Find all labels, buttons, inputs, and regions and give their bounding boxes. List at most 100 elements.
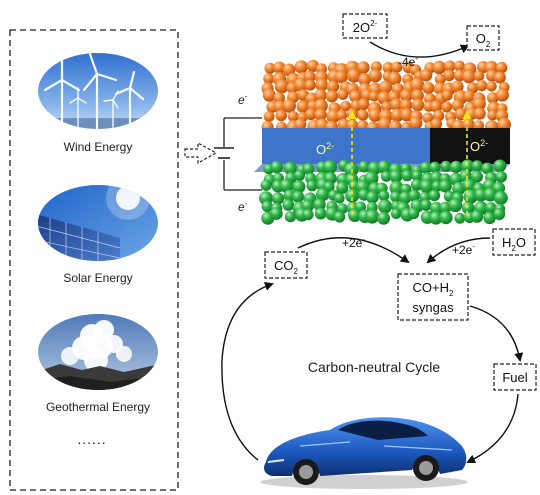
orange-particle — [336, 109, 348, 121]
orange-particle — [315, 78, 329, 92]
oxygen-evolution-arrow — [369, 41, 470, 58]
orange-particle — [432, 60, 446, 75]
orange-particle — [273, 61, 286, 74]
orange-particle — [264, 62, 276, 74]
orange-particle — [472, 97, 486, 111]
electron-label-bottom: e- — [238, 199, 248, 214]
orange-particle — [411, 98, 425, 112]
orange-particle — [409, 116, 423, 130]
green-particle — [380, 171, 392, 182]
orange-particle — [441, 89, 453, 101]
green-particle — [440, 160, 452, 172]
orange-particle — [391, 61, 403, 73]
orange-particle — [411, 89, 424, 102]
orange-particle — [326, 80, 340, 93]
orange-particle — [463, 90, 475, 102]
green-particle — [470, 170, 483, 183]
oxygen-electrode-particles — [261, 59, 511, 135]
wind-turbine-icon — [43, 53, 145, 129]
fuel-to-car-arrow — [466, 393, 519, 464]
orange-particle — [486, 81, 497, 92]
orange-particle — [444, 60, 456, 72]
wind-energy-label: Wind Energy — [64, 140, 133, 154]
h2o-electron-label: +2e- — [452, 242, 475, 257]
orange-particle — [294, 118, 307, 131]
green-particle — [452, 182, 466, 196]
orange-particle — [441, 101, 453, 113]
orange-particle — [390, 108, 404, 122]
oxygen-box — [466, 25, 500, 51]
electron-loss-label: -4e- — [398, 54, 418, 69]
orange-particle — [368, 91, 380, 102]
orange-particle — [357, 109, 369, 121]
orange-particle — [346, 68, 362, 83]
orange-particle — [262, 88, 276, 102]
orange-particle — [294, 78, 308, 92]
green-particle — [279, 178, 294, 193]
green-particle — [283, 161, 298, 176]
orange-particle — [349, 90, 362, 103]
green-particle — [493, 159, 507, 173]
orange-particle — [476, 80, 488, 92]
orange-particle — [313, 98, 328, 113]
orange-particle — [493, 71, 506, 84]
green-particle — [365, 209, 380, 224]
orange-particle — [358, 73, 371, 86]
h2o-box — [492, 228, 536, 256]
green-particle — [449, 160, 463, 174]
orange-particle — [303, 70, 316, 83]
orange-particle — [487, 109, 498, 121]
energy-sources-panel — [9, 29, 179, 491]
orange-particle — [473, 70, 485, 82]
orange-particle — [287, 111, 299, 122]
green-particle — [439, 201, 452, 214]
orange-particle — [462, 69, 476, 84]
orange-particle — [314, 89, 327, 102]
green-particle — [493, 208, 506, 220]
cycle-title: Carbon-neutral Cycle — [308, 359, 440, 375]
green-particle — [333, 211, 346, 223]
green-particle — [364, 171, 379, 186]
green-particle — [485, 202, 497, 214]
green-particle — [302, 209, 314, 221]
orange-particle — [282, 99, 297, 113]
green-particle — [401, 169, 413, 182]
sports-car-icon — [260, 417, 468, 489]
orange-particle — [296, 100, 310, 113]
orange-particle — [462, 118, 475, 131]
orange-particle — [325, 90, 339, 103]
green-particle — [378, 190, 390, 202]
orange-particle — [357, 61, 370, 74]
orange-particle — [495, 88, 509, 102]
green-particle — [430, 171, 443, 185]
orange-particle — [400, 108, 414, 122]
orange-particle — [368, 108, 382, 122]
green-particle — [410, 179, 423, 191]
green-particle — [270, 160, 283, 174]
green-particle — [454, 212, 466, 224]
orange-particle — [377, 117, 392, 132]
green-particle — [272, 192, 285, 205]
wind-energy-image — [38, 53, 158, 129]
orange-particle — [454, 60, 465, 72]
green-particle — [261, 200, 273, 213]
power-source-icon — [214, 147, 234, 159]
orange-particle — [473, 107, 486, 120]
green-particle — [292, 180, 306, 194]
fuel-label: Fuel — [502, 370, 527, 385]
green-particle — [323, 160, 337, 175]
green-particle — [314, 207, 327, 220]
green-particle — [462, 178, 477, 193]
green-particle — [336, 181, 349, 194]
green-particle — [429, 211, 443, 225]
green-particle — [292, 190, 304, 203]
green-particle — [438, 179, 452, 193]
orange-particle — [294, 60, 308, 74]
orange-particle — [422, 112, 434, 124]
orange-particle — [337, 89, 349, 100]
green-particle — [439, 211, 453, 225]
orange-particle — [340, 100, 351, 112]
orange-particle — [263, 111, 275, 122]
